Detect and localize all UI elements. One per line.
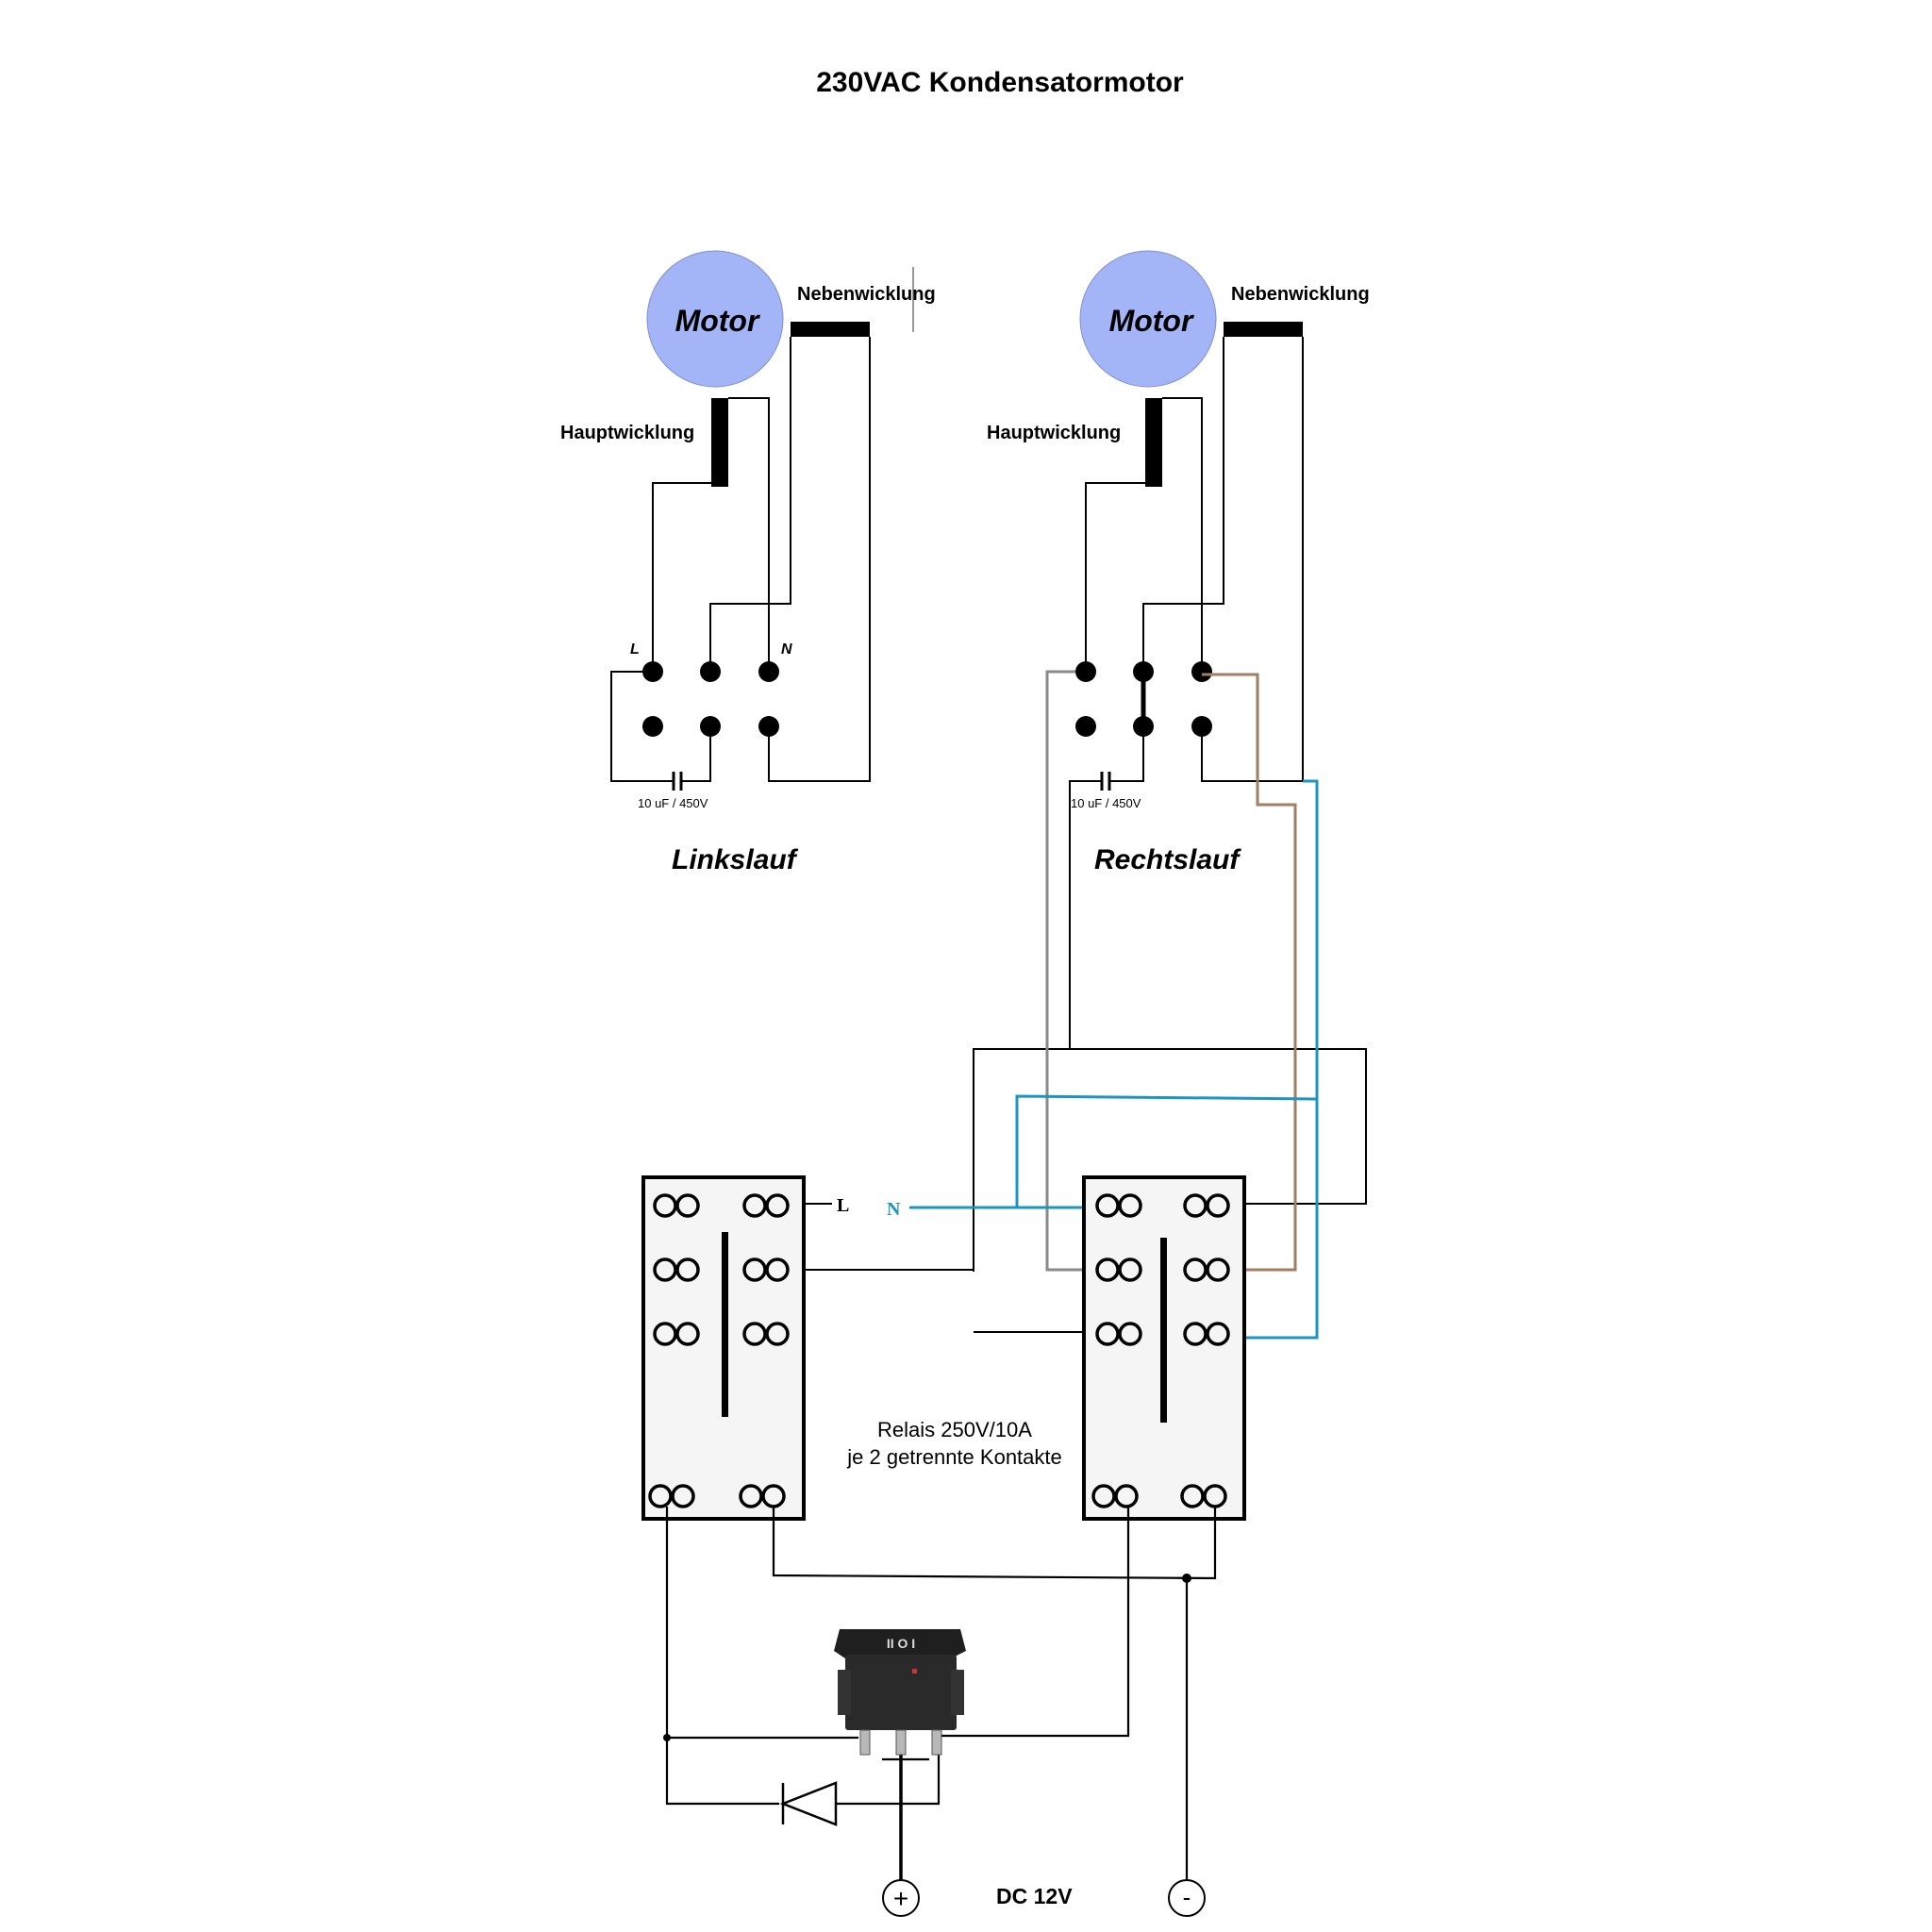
left-main-winding-label: Hauptwicklung (560, 423, 694, 443)
relay-right: N (887, 1175, 1246, 1521)
right-motor-circle (1079, 250, 1217, 388)
left-direction-label: Linkslauf (672, 844, 799, 875)
left-motor-label: Motor (675, 304, 760, 338)
diagram-title: 230VAC Kondensatormotor (816, 67, 1184, 98)
left-aux-winding-label: Nebenwicklung (797, 284, 936, 305)
left-motor-assembly: Motor Nebenwicklung Hauptwicklung L N 10… (560, 250, 936, 875)
right-aux-winding (1224, 322, 1303, 337)
right-terminal-block (1075, 661, 1212, 737)
relay-right-n-label: N (887, 1199, 901, 1220)
right-main-winding (1145, 398, 1162, 487)
right-motor-wires (1069, 337, 1304, 1049)
left-terminal-l-label: L (630, 641, 640, 658)
right-capacitor-label: 10 uF / 450V (1071, 796, 1141, 810)
right-motor-label: Motor (1109, 304, 1194, 338)
right-aux-winding-label: Nebenwicklung (1231, 284, 1370, 305)
relay-right-contacts (1091, 1193, 1230, 1508)
relay-left-contacts (648, 1193, 790, 1508)
left-capacitor (668, 772, 689, 791)
relay-left-l-label: L (837, 1195, 849, 1216)
dc-plus-terminal: + (882, 1879, 920, 1917)
dc-minus-terminal: - (1168, 1879, 1206, 1917)
left-capacitor-label: 10 uF / 450V (638, 796, 708, 810)
right-direction-label: Rechtslauf (1094, 844, 1241, 875)
dc-minus-label: - (1183, 1883, 1191, 1911)
left-terminal-block (642, 661, 779, 737)
dc-control-wires (665, 1507, 1217, 1884)
rocker-switch-marks: II O I (887, 1636, 915, 1651)
relay-interconnect-wires (783, 670, 1367, 1340)
left-motor-wires (610, 337, 871, 782)
dc-plus-label: + (893, 1884, 908, 1913)
right-motor-assembly: Motor Nebenwicklung Hauptwicklung 10 uF … (987, 250, 1370, 1049)
relay-left: L (641, 1175, 849, 1521)
left-terminal-n-label: N (781, 641, 792, 658)
left-aux-winding (791, 322, 870, 337)
relay-note-line1: Relais 250V/10A (877, 1418, 1032, 1441)
relay-note-line2: je 2 getrennte Kontakte (846, 1445, 1062, 1469)
rocker-switch: II O I (834, 1629, 966, 1756)
right-main-winding-label: Hauptwicklung (987, 423, 1121, 443)
right-capacitor (1094, 772, 1115, 791)
left-motor-circle (646, 250, 784, 388)
diode (779, 1781, 838, 1826)
left-main-winding (711, 398, 728, 487)
dc-supply-label: DC 12V (996, 1884, 1073, 1908)
